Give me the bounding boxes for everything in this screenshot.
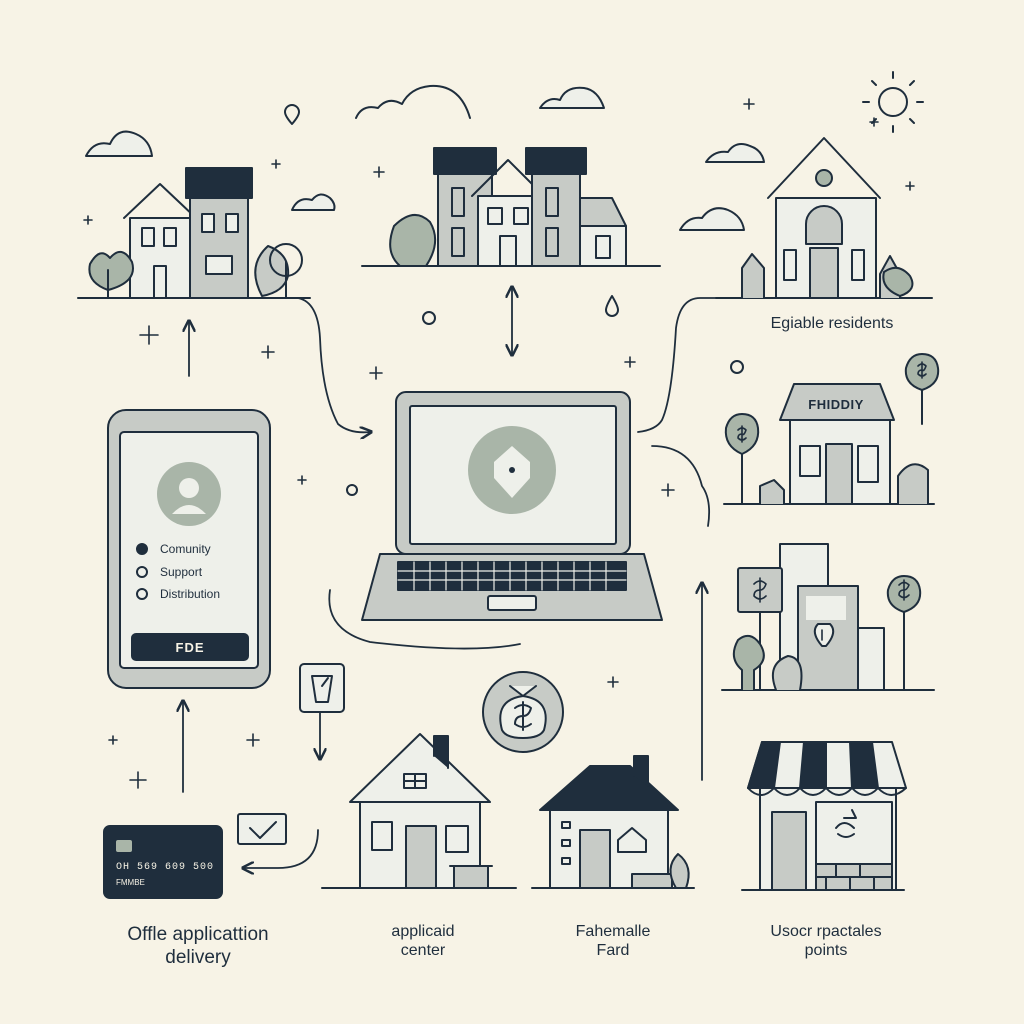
neighborhood-scene-left xyxy=(77,167,311,299)
touchpad xyxy=(487,595,537,611)
card-holder-name: FMMBE xyxy=(116,878,145,887)
cloud-icon xyxy=(291,193,336,211)
cloud-icon xyxy=(355,84,471,119)
location-pin-icon xyxy=(284,104,300,125)
radio-distribution[interactable] xyxy=(136,588,148,600)
label-usocr-line1: Usocr rpactales xyxy=(770,923,882,940)
applicaid-center-house xyxy=(321,733,517,889)
neighborhood-scene-center xyxy=(361,147,661,267)
arrow-to-laptop xyxy=(297,297,370,432)
fahemalle-fard-house xyxy=(531,755,695,889)
laptop xyxy=(361,391,663,621)
sparkle-decoration xyxy=(83,98,915,789)
dollar-sign-icon xyxy=(753,577,910,641)
connector-from-residents xyxy=(637,297,741,433)
cup-sign xyxy=(299,663,345,713)
card-number: OH 569 609 500 xyxy=(116,862,215,873)
arrow-to-card xyxy=(244,829,319,868)
cloud-icon xyxy=(705,143,765,163)
market-buildings xyxy=(721,543,935,691)
fhiddiy-store xyxy=(723,353,940,505)
mail-check-icon xyxy=(237,813,287,845)
dot-decoration xyxy=(422,311,436,325)
phone-option-community[interactable]: Comunity xyxy=(160,542,211,556)
user-avatar-icon xyxy=(179,478,199,498)
label-usocr-line2: points xyxy=(804,942,848,960)
phone-option-distribution[interactable]: Distribution xyxy=(160,587,221,601)
connector-to-store xyxy=(651,445,711,527)
radio-community[interactable] xyxy=(136,543,148,555)
label-fahemalle-line2: Fard xyxy=(596,942,630,960)
keyboard xyxy=(397,561,627,591)
usocr-store-front xyxy=(741,741,907,891)
label-usocr-points: Usocr rpactales points xyxy=(734,922,918,960)
label-applicaid-center: applicaid center xyxy=(356,922,490,960)
dot-decoration xyxy=(730,360,744,374)
label-office-application-delivery: Offle applicattion delivery xyxy=(92,924,304,970)
cloud-icon xyxy=(679,207,745,231)
phone-option-support[interactable]: Support xyxy=(160,565,203,579)
label-eligible-residents-text: Egiable residents xyxy=(770,315,894,332)
label-applicaid-line2: center xyxy=(400,942,446,960)
connector-laptop-bottom xyxy=(328,589,521,650)
label-applicaid-line1: applicaid xyxy=(391,923,455,940)
sun-icon xyxy=(862,71,924,133)
label-fahemalle-line1: Fahemalle xyxy=(575,923,651,940)
flow-arrows xyxy=(183,288,741,868)
label-eligible-residents: Egiable residents xyxy=(722,314,942,333)
store-sign-text: FHIDDIY xyxy=(808,397,864,412)
credit-card xyxy=(103,825,223,899)
dot-decoration xyxy=(346,484,358,496)
radio-support[interactable] xyxy=(136,566,148,578)
cloud-icon xyxy=(85,130,153,157)
label-fahemalle-fard: Fahemalle Fard xyxy=(546,922,680,960)
money-bag-icon xyxy=(482,671,564,753)
label-office-line1: Offle applicattion xyxy=(127,924,269,945)
phone-submit-button[interactable]: FDE xyxy=(131,633,249,661)
label-office-line2: delivery xyxy=(165,946,231,968)
water-drop-icon xyxy=(605,295,619,317)
cloud-icon xyxy=(539,86,605,109)
eligible-residents-building xyxy=(715,137,933,299)
dollar-tag-icon xyxy=(737,361,927,443)
smartphone xyxy=(107,409,271,689)
